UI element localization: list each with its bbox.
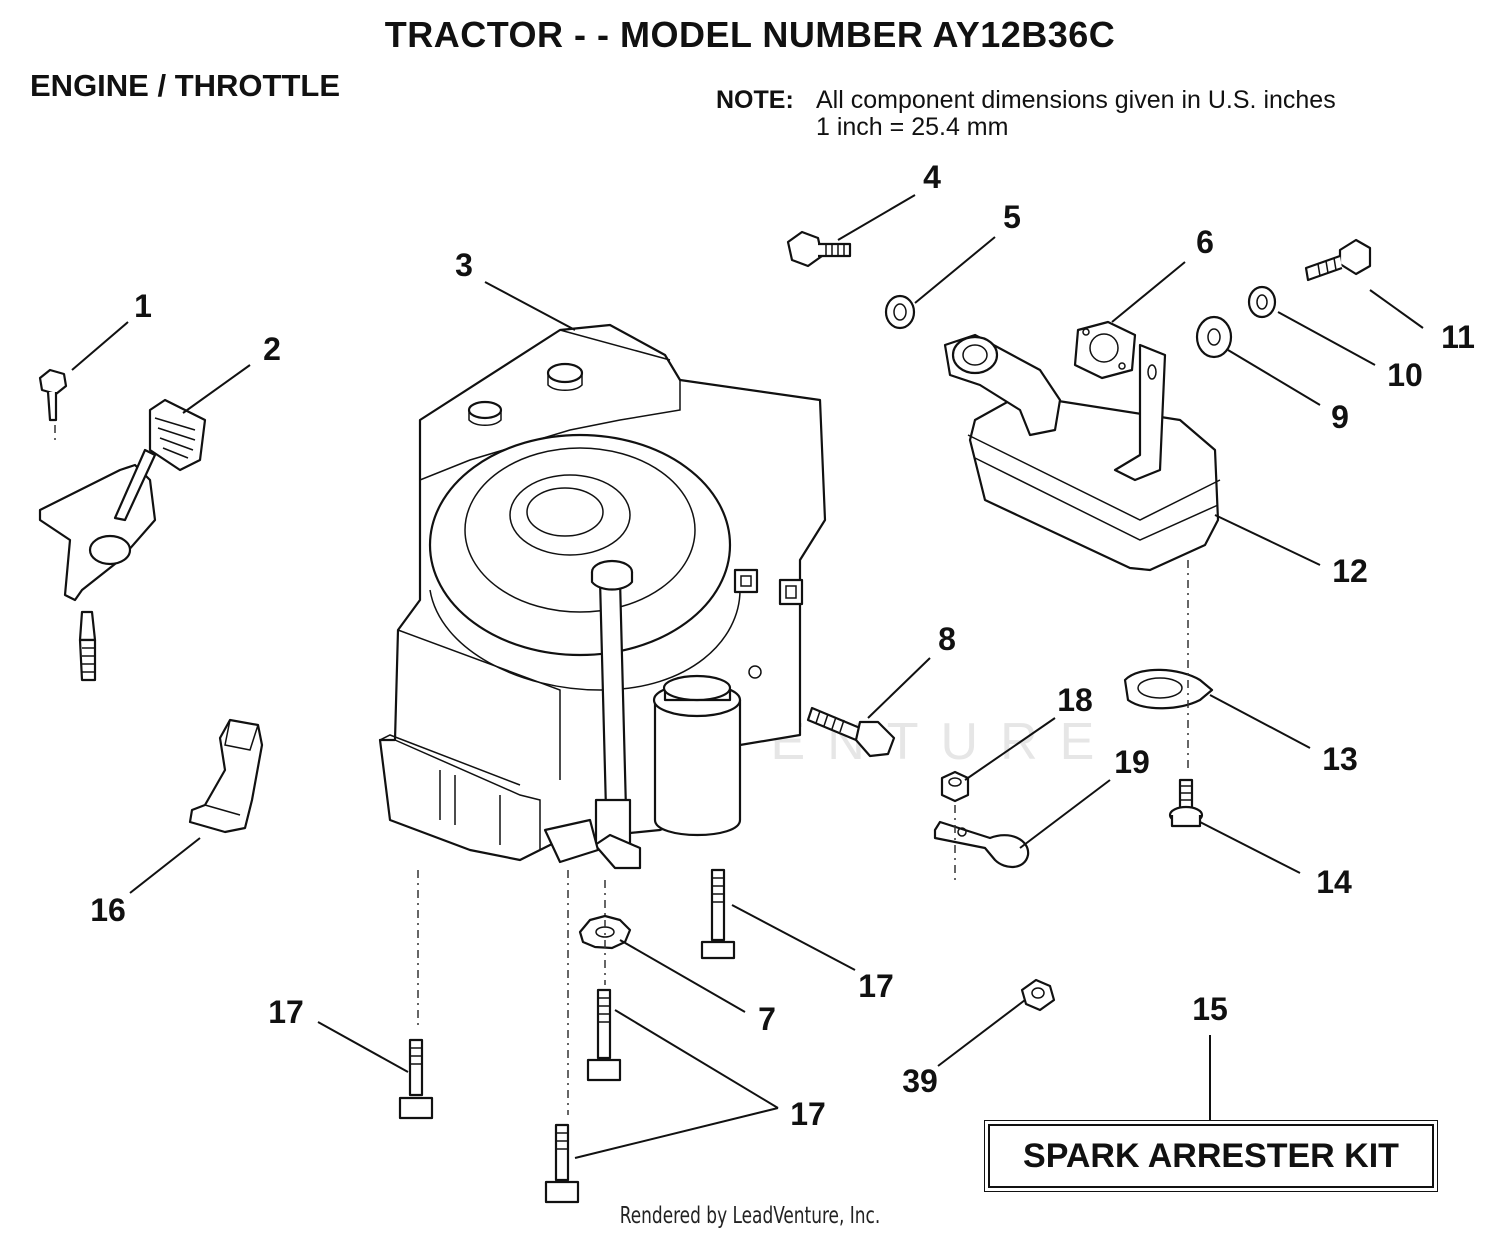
nut-part-18[interactable]	[940, 770, 970, 803]
callout-10: 10	[1387, 357, 1423, 393]
callout-6: 6	[1196, 224, 1214, 260]
callout-8: 8	[938, 621, 956, 657]
callout-1: 1	[134, 288, 152, 324]
bolt-part-17-b[interactable]	[398, 1038, 434, 1120]
bolt-part-17-d[interactable]	[544, 1123, 580, 1204]
callout-7: 7	[758, 1001, 776, 1037]
washer-part-9[interactable]	[1195, 315, 1233, 359]
clamp-part-19[interactable]	[933, 820, 1030, 868]
note-label: NOTE:	[716, 86, 794, 114]
callout-5: 5	[1003, 199, 1021, 235]
note-line-2: 1 inch = 25.4 mm	[816, 113, 1009, 141]
nut-part-39[interactable]	[1020, 978, 1056, 1012]
callout-17-b: 17	[268, 994, 304, 1030]
throttle-control[interactable]	[38, 398, 207, 682]
lock-washer-part-10[interactable]	[1247, 285, 1277, 319]
callout-18: 18	[1057, 682, 1093, 718]
callout-17-a: 17	[858, 968, 894, 1004]
bolt-part-8[interactable]	[806, 706, 896, 758]
callout-15: 15	[1192, 991, 1228, 1027]
callout-39: 39	[902, 1063, 938, 1099]
star-washer-part-7[interactable]	[578, 914, 632, 950]
callout-3: 3	[455, 247, 473, 283]
bolt-part-17-a[interactable]	[700, 868, 736, 960]
callout-19: 19	[1114, 744, 1150, 780]
callout-4: 4	[923, 159, 941, 195]
screw-part-14[interactable]	[1168, 778, 1204, 828]
muffler[interactable]	[943, 333, 1221, 572]
callout-16: 16	[90, 892, 126, 928]
spark-arrester-kit-label: SPARK ARRESTER KIT	[988, 1124, 1434, 1188]
callout-13: 13	[1322, 741, 1358, 777]
page-title: TRACTOR - - MODEL NUMBER AY12B36C	[384, 14, 1116, 55]
lock-washer-part-5[interactable]	[884, 294, 916, 330]
callout-17-c: 17	[790, 1096, 826, 1132]
bolt-part-17-c[interactable]	[586, 988, 622, 1082]
callout-14: 14	[1316, 864, 1352, 900]
callout-12: 12	[1332, 553, 1368, 589]
bolt-part-11[interactable]	[1304, 238, 1372, 282]
callout-9: 9	[1331, 399, 1349, 435]
spark-arrester-screen[interactable]	[1123, 668, 1214, 710]
note-line-1: All component dimensions given in U.S. i…	[816, 86, 1336, 114]
bolt-part-4[interactable]	[786, 230, 852, 268]
engine[interactable]	[378, 323, 827, 870]
section-title: ENGINE / THROTTLE	[30, 68, 340, 103]
callout-11: 11	[1441, 319, 1475, 355]
gasket-part-6[interactable]	[1073, 320, 1137, 380]
footer-credit: Rendered by LeadVenture, Inc.	[619, 1203, 881, 1229]
callout-2: 2	[263, 331, 281, 367]
bracket-part-16[interactable]	[188, 718, 264, 834]
bolt-part-1[interactable]	[38, 368, 68, 422]
